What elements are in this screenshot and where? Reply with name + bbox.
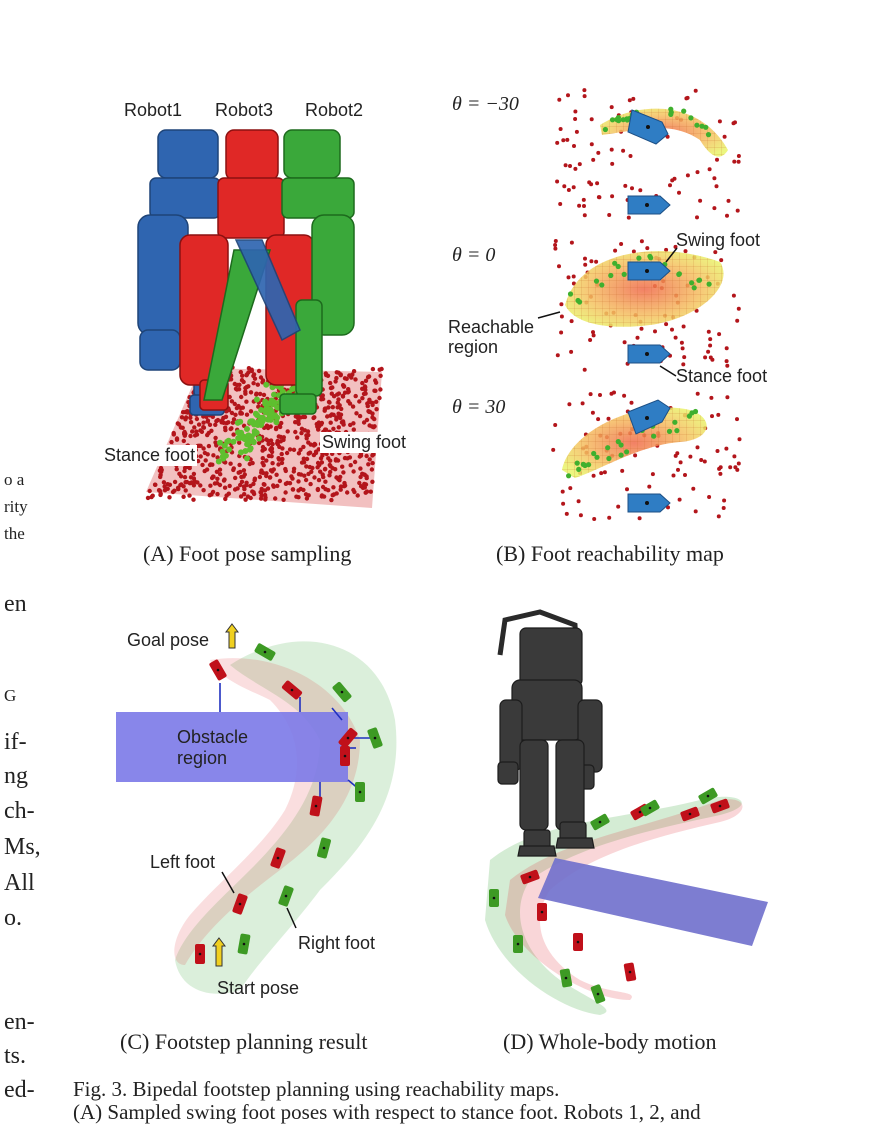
figure-caption-line1: Fig. 3. Bipedal footstep planning using … xyxy=(73,1077,560,1101)
caption-d: (D) Whole-body motion xyxy=(503,1029,717,1054)
label-goal-pose: Goal pose xyxy=(127,630,210,650)
left-fragment: en- xyxy=(4,1009,35,1035)
robot2-figure xyxy=(203,129,355,415)
left-fragment: ed- xyxy=(4,1077,35,1103)
left-fragment: o. xyxy=(4,905,22,931)
caption-a: (A) Foot pose sampling xyxy=(143,541,352,566)
left-fragment: All xyxy=(4,870,35,896)
figure-caption-line2: (A) Sampled swing foot poses with respec… xyxy=(73,1100,701,1124)
left-fragment: ng xyxy=(4,763,28,789)
footsteps xyxy=(195,643,383,964)
left-fragment: if- xyxy=(4,729,27,755)
footsteps xyxy=(489,787,730,1004)
start-arrow-icon xyxy=(212,937,226,967)
label-robot3: Robot3 xyxy=(215,100,274,120)
left-fragment: G xyxy=(4,686,17,705)
left-fragment: en xyxy=(4,591,27,617)
left-fragment: the xyxy=(4,524,25,543)
label-left-foot: Left foot xyxy=(150,852,216,872)
label-right-foot: Right foot xyxy=(298,933,376,953)
obstacle-region xyxy=(116,712,348,782)
label-swing-foot: Swing foot xyxy=(320,432,409,453)
goal-arrow-icon xyxy=(225,623,239,649)
label-reachable-region: Reachable region xyxy=(448,317,535,357)
robot-figure xyxy=(497,609,603,857)
theta-label-3: θ = 30 xyxy=(452,396,506,418)
label-obstacle-region: Obstacle region xyxy=(177,727,249,768)
left-fragment: o a xyxy=(4,470,25,489)
caption-b: (B) Foot reachability map xyxy=(496,541,724,566)
label-stance-foot: Stance foot xyxy=(102,445,198,466)
label-stance-foot-b: Stance foot xyxy=(676,366,768,386)
left-fragment: ts. xyxy=(4,1043,27,1069)
label-robot2: Robot2 xyxy=(305,100,364,120)
obstacle-box xyxy=(538,858,768,946)
label-start-pose: Start pose xyxy=(217,978,300,998)
left-fragment: ch- xyxy=(4,798,35,824)
theta-label-2: θ = 0 xyxy=(452,244,496,266)
left-fragment: Ms, xyxy=(4,834,41,860)
swing-samples xyxy=(215,370,308,465)
label-robot1: Robot1 xyxy=(124,100,183,120)
theta-label-1: θ = −30 xyxy=(452,93,519,115)
caption-c: (C) Footstep planning result xyxy=(120,1029,368,1054)
left-fragment: rity xyxy=(4,497,28,516)
label-swing-foot-b: Swing foot xyxy=(676,230,761,250)
